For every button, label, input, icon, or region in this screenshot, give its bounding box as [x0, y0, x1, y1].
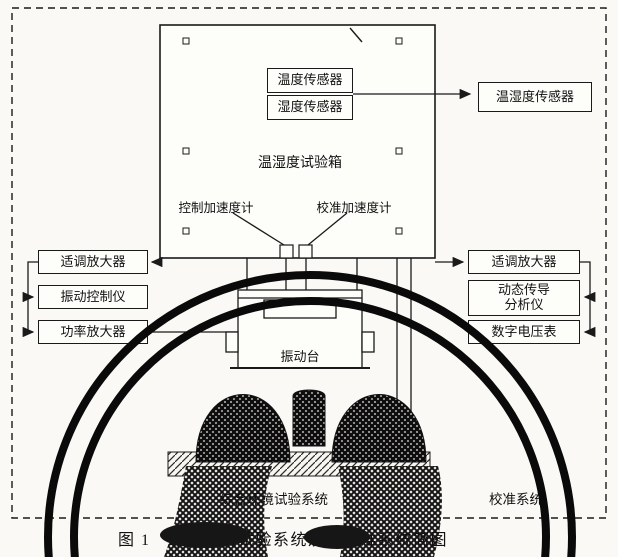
- figure-caption: 图 1 综合环境试验系统及其校准系统简图: [118, 532, 449, 549]
- calibration-system-label: 校准系统: [489, 492, 543, 507]
- calibration-accelerometer-label: 校准加速度计: [316, 201, 392, 215]
- power-amp-label: 功率放大器: [60, 323, 126, 339]
- power-amp-box: 功率放大器: [38, 320, 148, 344]
- humidity-sensor-label: 湿度传感器: [277, 99, 343, 115]
- vibration-controller-label: 振动控制仪: [60, 288, 126, 304]
- dynamic-analyzer-line2: 分析仪: [504, 297, 544, 312]
- vibration-controller-box: 振动控制仪: [38, 285, 148, 309]
- control-accelerometer-label: 控制加速度计: [178, 201, 254, 215]
- conditioning-amp-left-box: 适调放大器: [38, 250, 148, 274]
- conditioning-amp-right-box: 适调放大器: [468, 250, 580, 274]
- dynamic-analyzer-line1: 动态传导: [497, 282, 550, 298]
- conditioning-amp-right-label: 适调放大器: [491, 253, 557, 269]
- temp-sensor-label: 温度传感器: [277, 72, 343, 88]
- conditioning-amp-left-label: 适调放大器: [60, 253, 126, 269]
- chamber-label: 温湿度试验箱: [258, 154, 342, 170]
- digital-voltmeter-box: 数字电压表: [468, 320, 580, 344]
- combined-env-system-label: 综合环境试验系统: [220, 492, 328, 507]
- external-sensor-label: 温湿度传感器: [495, 88, 574, 104]
- digital-voltmeter-label: 数字电压表: [491, 323, 557, 339]
- chamber-outline: [159, 24, 436, 259]
- accelerometer-mounts: [279, 244, 313, 259]
- shaker-label: 振动台: [280, 349, 320, 364]
- temp-sensor-box: 温度传感器: [267, 68, 353, 93]
- dynamic-analyzer-box: 动态传导 分析仪: [468, 280, 580, 316]
- humidity-sensor-box: 湿度传感器: [267, 95, 353, 120]
- external-sensor-box: 温湿度传感器: [478, 82, 592, 112]
